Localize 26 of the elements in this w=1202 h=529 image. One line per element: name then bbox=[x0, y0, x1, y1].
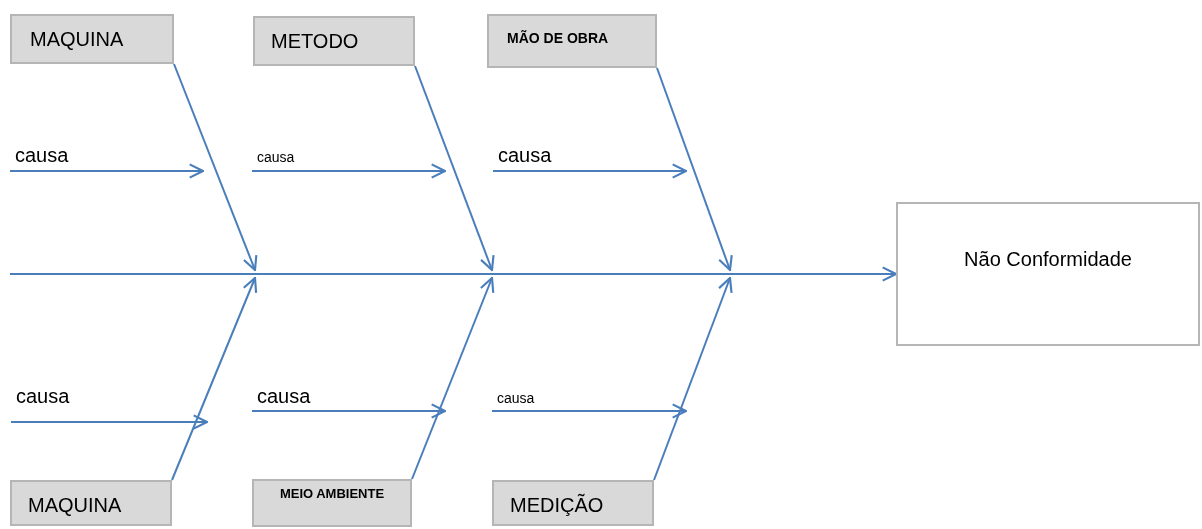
arrow bbox=[10, 414, 209, 430]
arrow bbox=[411, 276, 495, 480]
arrow bbox=[492, 163, 688, 179]
arrow bbox=[653, 276, 733, 481]
category-box: METODO bbox=[253, 16, 415, 66]
arrow bbox=[9, 163, 205, 179]
category-box: MAQUINA bbox=[10, 480, 172, 526]
cause-label: causa bbox=[498, 143, 552, 167]
arrow bbox=[9, 266, 898, 282]
cause-label: causa bbox=[257, 149, 295, 166]
arrow bbox=[251, 403, 447, 419]
arrow bbox=[656, 67, 733, 272]
category-box: MEIO AMBIENTE bbox=[252, 479, 412, 527]
arrow bbox=[251, 163, 447, 179]
category-box: MEDIÇÃO bbox=[492, 480, 654, 526]
category-box: MAQUINA bbox=[10, 14, 174, 64]
arrow bbox=[171, 276, 258, 481]
cause-label: causa bbox=[16, 384, 70, 408]
effect-box: Não Conformidade bbox=[896, 202, 1200, 346]
cause-label: causa bbox=[15, 143, 69, 167]
category-box: MÃO DE OBRA bbox=[487, 14, 657, 68]
cause-label: causa bbox=[257, 384, 311, 408]
arrow bbox=[173, 63, 258, 272]
cause-label: causa bbox=[497, 390, 535, 407]
arrow bbox=[491, 403, 688, 419]
arrow bbox=[414, 65, 495, 272]
